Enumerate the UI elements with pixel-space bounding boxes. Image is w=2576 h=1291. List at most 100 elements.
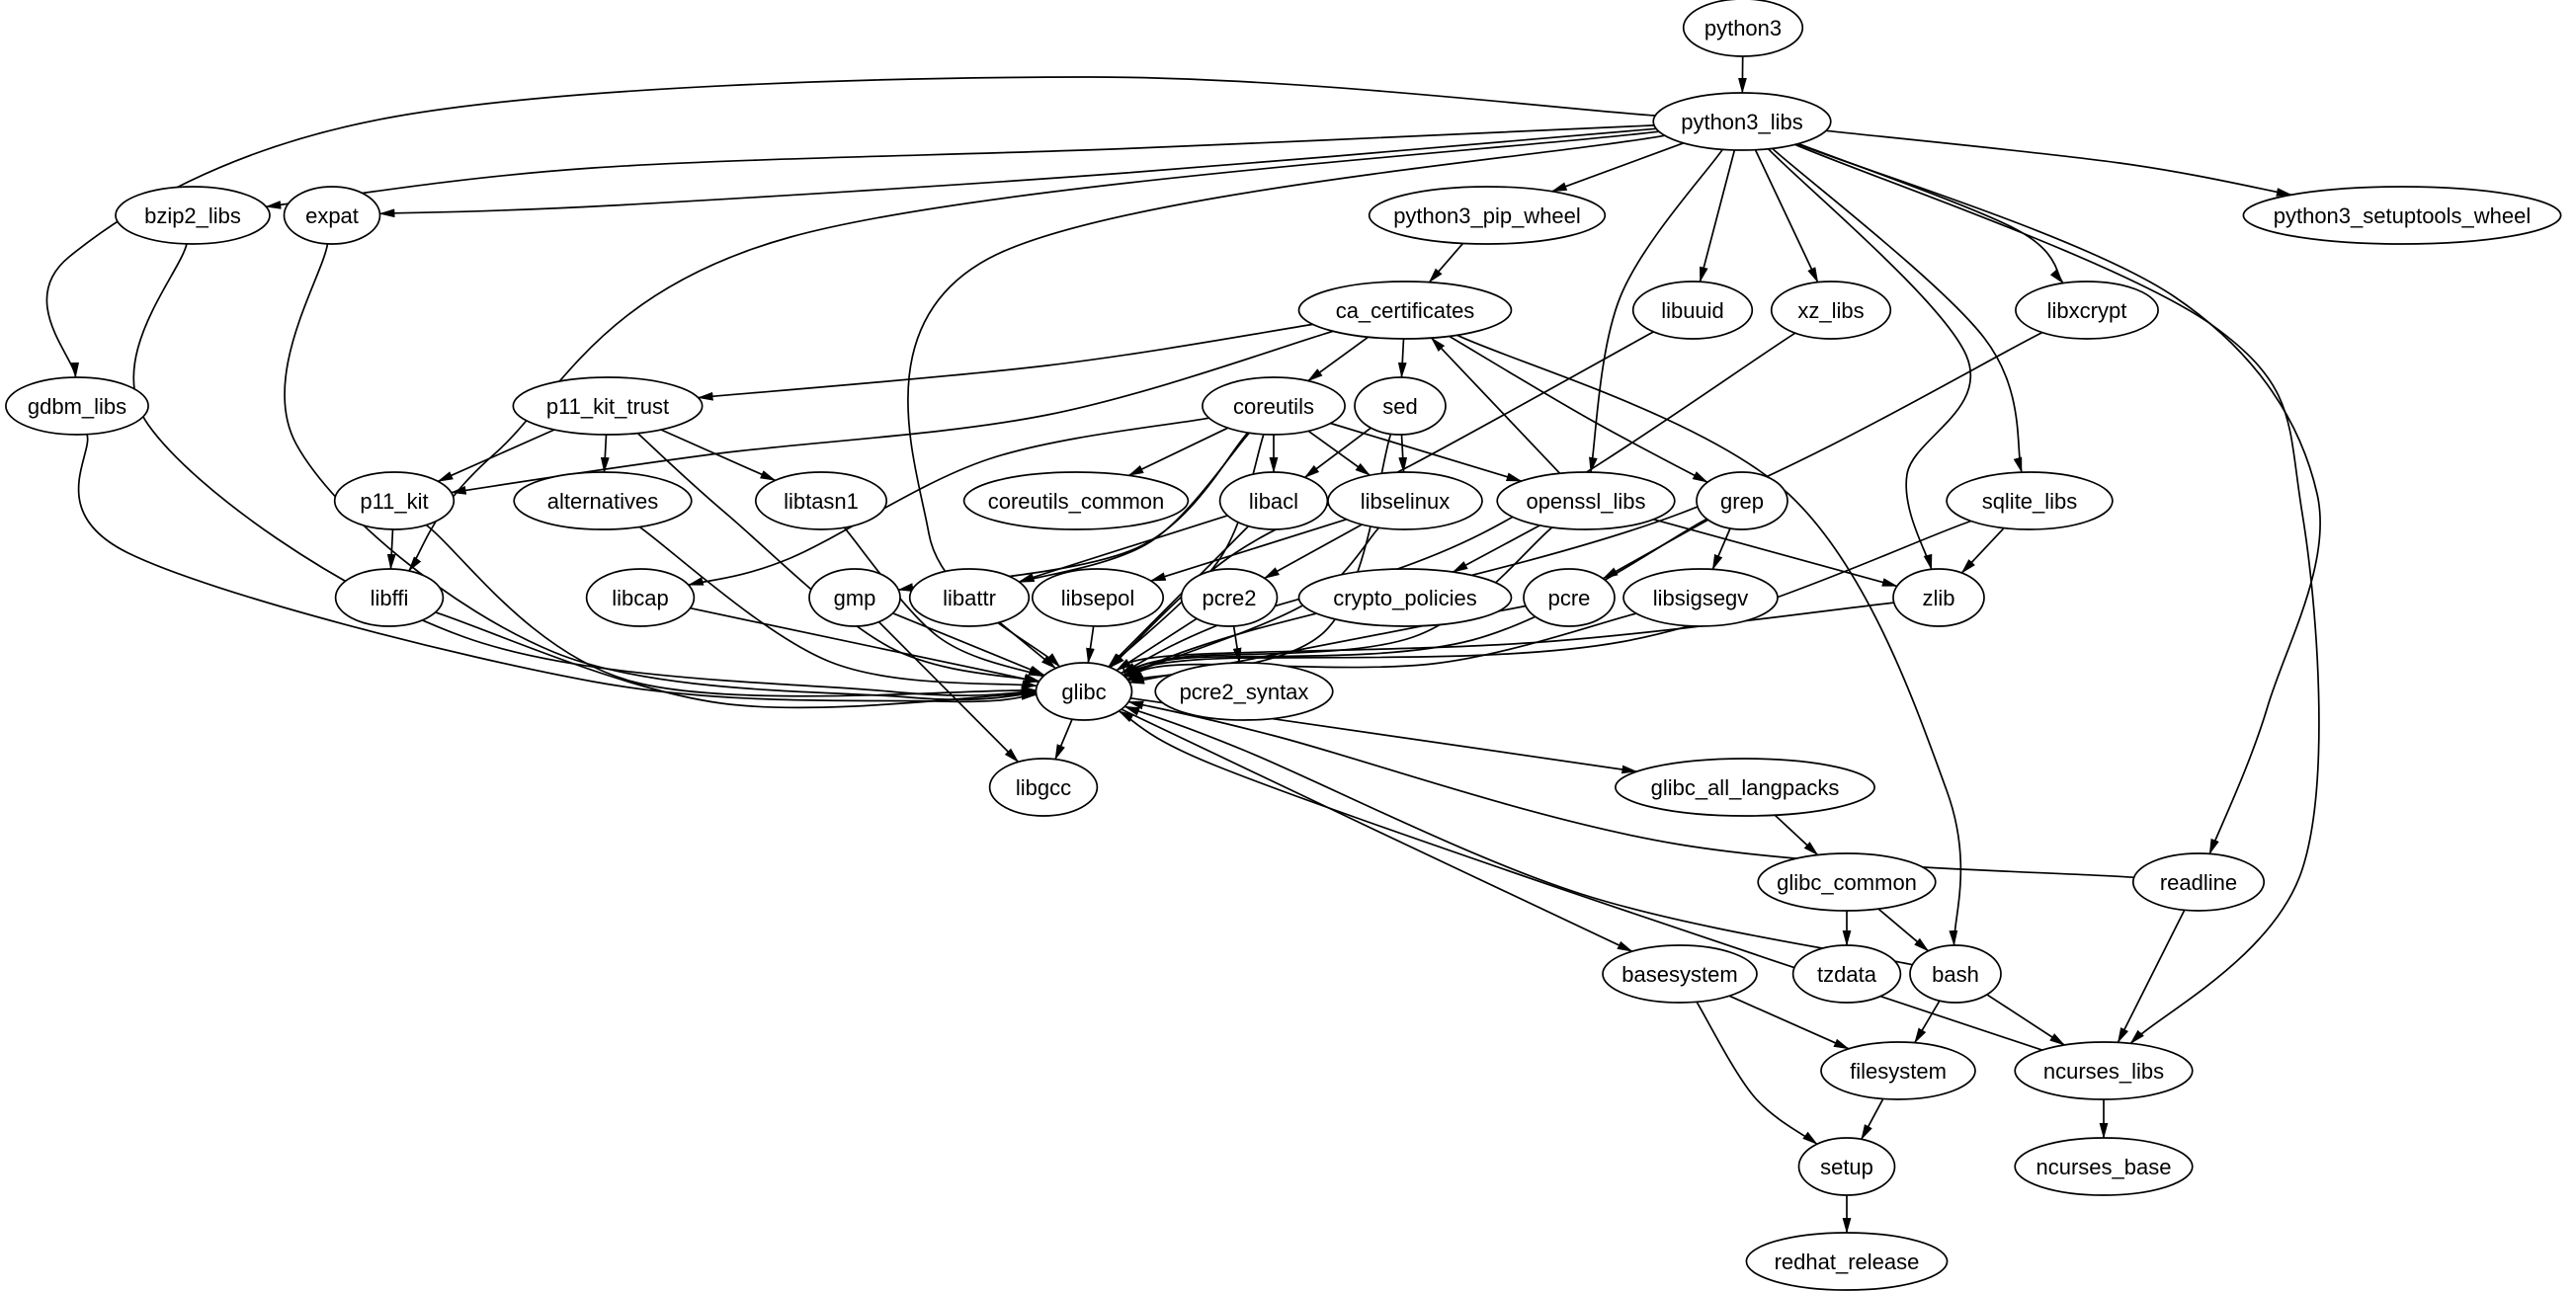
edge-python3_libs-to-expat [378,127,1657,218]
node-label-bash: bash [1932,962,1979,987]
node-label-libcap: libcap [612,586,668,610]
node-ellipse-basesystem [1602,944,1758,1004]
edge-python3_pip_wheel-to-ca_certificates [1428,242,1464,283]
node-libtasn1: libtasn1 [754,471,888,530]
node-ellipse-openssl_libs [1496,471,1676,530]
node-ellipse-p11_kit_trust [512,376,704,436]
edge-libselinux-to-glibc [1122,526,1380,677]
node-libffi: libffi [334,568,445,627]
node-python3_pip_wheel: python3_pip_wheel [1368,186,1607,245]
node-label-filesystem: filesystem [1850,1059,1947,1084]
edge-libacl-to-glibc [1108,525,1250,668]
node-label-python3_setuptools_wheel: python3_setuptools_wheel [2274,203,2532,228]
edge-ca_certificates-to-coreutils [1306,336,1370,382]
node-ellipse-pcre [1523,568,1616,627]
node-label-glibc_common: glibc_common [1777,870,1917,895]
node-label-expat: expat [305,203,359,228]
node-label-crypto_policies: crypto_policies [1333,586,1477,610]
edge-readline-to-ncurses_libs [2117,909,2186,1044]
node-libselinux: libselinux [1327,471,1483,530]
node-redhat_release: redhat_release [1745,1232,1949,1291]
edge-libacl-to-libattr [1018,515,1228,583]
node-ellipse-glibc_all_langpacks [1615,758,1875,817]
node-label-redhat_release: redhat_release [1775,1250,1920,1274]
node-label-zlib: zlib [1922,586,1954,610]
edge-bash-to-ncurses_libs [1986,994,2066,1046]
node-p11_kit: p11_kit [333,471,456,530]
edge-python3_libs-to-python3_setuptools_wheel [1825,129,2292,197]
node-label-gmp: gmp [834,586,876,610]
edge-grep-to-libsigsegv [1711,527,1731,571]
node-ellipse-libffi [334,568,445,627]
node-bash: bash [1909,944,2002,1004]
node-ncurses_libs: ncurses_libs [2014,1041,2194,1100]
edge-readline-to-glibc [1127,700,2134,879]
node-crypto_policies: crypto_policies [1297,568,1513,627]
node-label-glibc: glibc [1061,680,1106,704]
node-label-p11_kit_trust: p11_kit_trust [546,394,669,419]
node-libsigsegv: libsigsegv [1622,568,1779,627]
edge-python3_libs-to-sqlite_libs [1771,147,2023,474]
edge-openssl_libs-to-ca_certificates [1430,337,1561,474]
node-setup: setup [1797,1137,1896,1196]
edge-python3_libs-to-zlib [1767,148,1972,571]
node-ellipse-ncurses_libs [2014,1041,2194,1100]
edge-gmp-to-libgcc [877,621,1020,764]
node-ellipse-grep [1696,471,1788,530]
node-label-libxcrypt: libxcrypt [2047,298,2127,323]
node-ellipse-glibc [1035,662,1133,721]
node-ellipse-filesystem [1820,1041,1976,1100]
node-label-sqlite_libs: sqlite_libs [1982,489,2078,514]
edge-python3_libs-to-bzip2_libs [265,124,1655,209]
edge-p11_kit-to-glibc [425,524,1038,697]
node-label-libuuid: libuuid [1661,298,1724,323]
edge-python3_libs-to-python3_pip_wheel [1550,142,1685,193]
node-python3: python3 [1682,0,1804,57]
node-ellipse-ca_certificates [1297,281,1513,340]
edge-openssl_libs-to-crypto_policies [1452,524,1541,573]
node-ellipse-pcre2 [1180,568,1279,627]
node-ellipse-libgcc [988,758,1099,817]
edge-coreutils-to-libcap [687,417,1209,587]
node-ellipse-pcre2_syntax [1154,662,1334,721]
node-grep: grep [1696,471,1788,530]
node-label-coreutils_common: coreutils_common [988,489,1165,514]
edge-ncurses_libs-to-glibc [1118,710,2042,1051]
edge-libselinux-to-libsepol [1149,518,1347,582]
edge-python3_libs-to-libffi [408,130,1660,572]
node-glibc_all_langpacks: glibc_all_langpacks [1615,758,1875,817]
node-ellipse-libattr [908,568,1031,627]
node-basesystem: basesystem [1602,944,1758,1004]
node-ncurses_base: ncurses_base [2014,1137,2194,1196]
edge-xz_libs-to-glibc [1120,332,1796,675]
node-label-pcre2: pcre2 [1202,586,1256,610]
node-label-pcre: pcre [1548,586,1591,610]
node-sed: sed [1354,376,1447,436]
node-ellipse-ncurses_base [2014,1137,2194,1196]
edge-python3_libs-to-gdbm_libs [45,76,1656,378]
edge-coreutils-to-libselinux [1307,430,1371,476]
node-coreutils_common: coreutils_common [962,471,1190,530]
edge-python3_libs-to-xz_libs [1754,149,1819,283]
node-label-gdbm_libs: gdbm_libs [28,394,126,419]
edge-basesystem-to-filesystem [1728,995,1850,1050]
edge-sqlite_libs-to-glibc [1125,520,1971,681]
node-zlib: zlib [1892,568,1985,627]
node-ellipse-alternatives [513,471,693,530]
edge-openssl_libs-to-zlib [1653,518,1898,588]
edge-libselinux-to-pcre2 [1263,524,1363,580]
edge-sed-to-libacl [1303,427,1371,479]
edge-p11_kit_trust-to-glibc [636,432,1040,683]
node-ellipse-python3_libs [1652,92,1832,151]
node-ellipse-libxcrypt [2015,281,2159,340]
node-ellipse-coreutils_common [962,471,1190,530]
node-label-libacl: libacl [1249,489,1298,514]
node-ellipse-readline [2131,852,2266,912]
edge-sed-to-libselinux [1398,434,1408,473]
node-label-ca_certificates: ca_certificates [1336,298,1475,323]
node-label-grep: grep [1720,489,1764,514]
node-ellipse-crypto_policies [1297,568,1513,627]
